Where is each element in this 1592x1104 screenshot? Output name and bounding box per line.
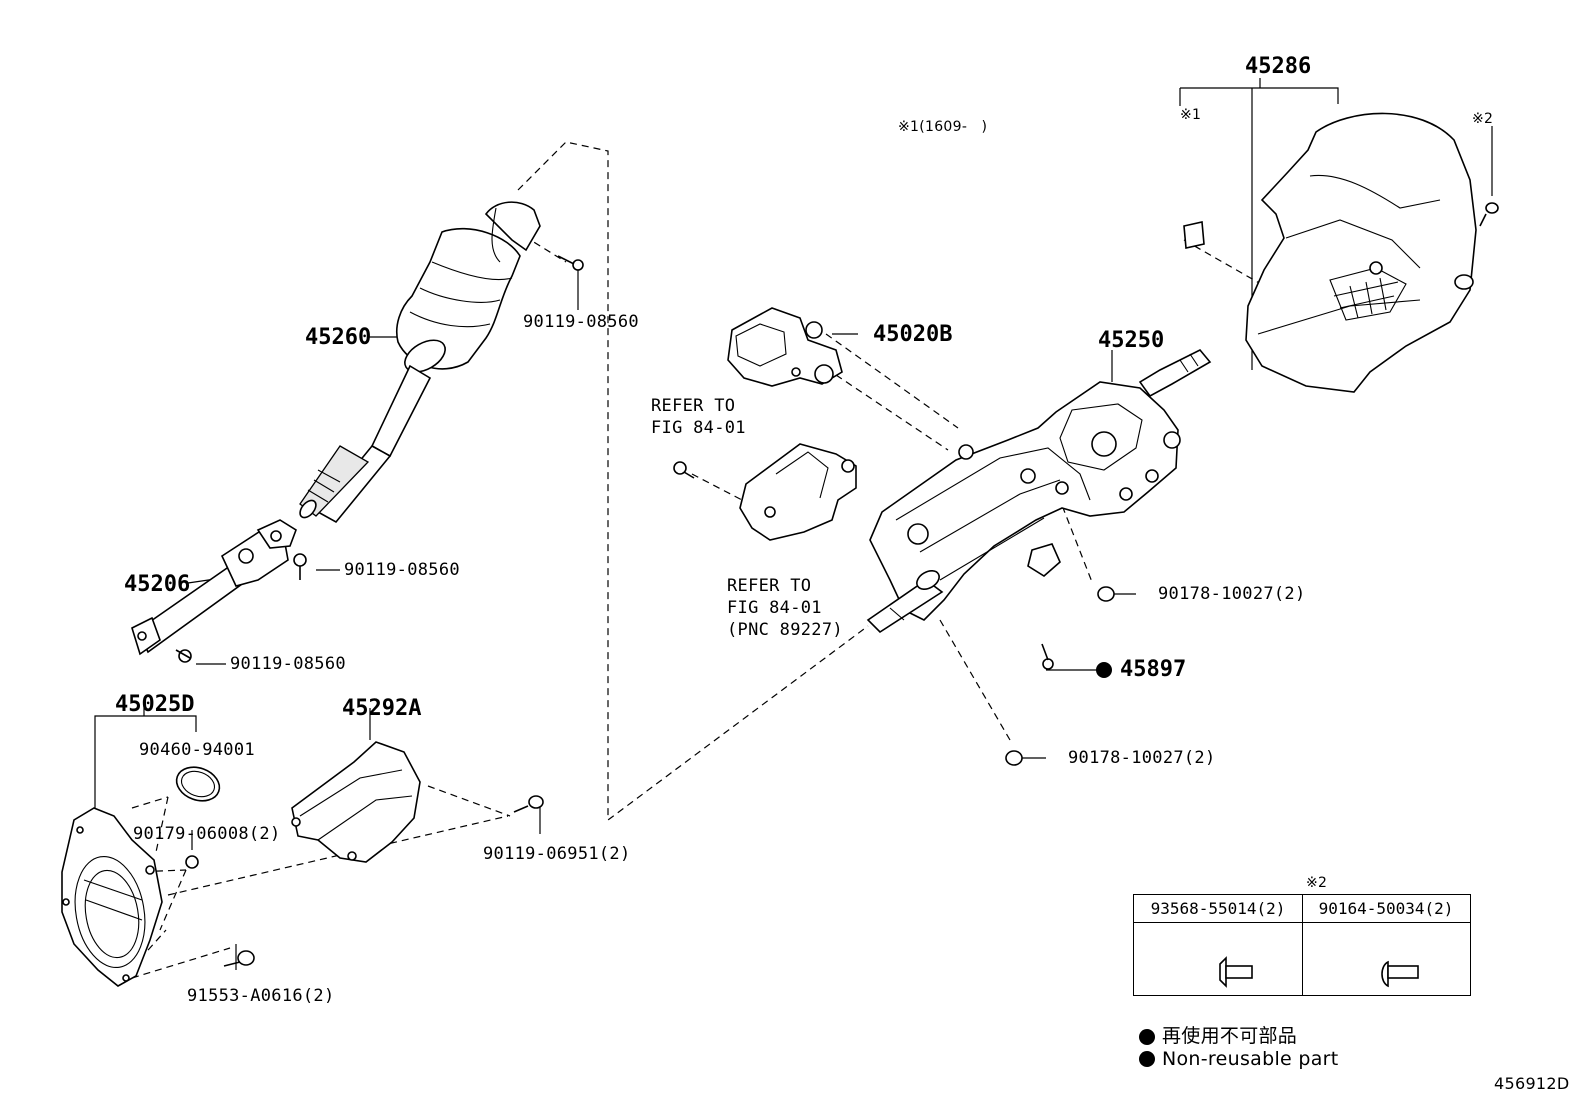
refer-note-2-line1: REFER TO <box>727 576 812 596</box>
fastener-label: 90178-10027(2) <box>1158 584 1306 604</box>
part-label-45286: 45286 <box>1245 54 1312 79</box>
refer-note-1-line2: FIG 84-01 <box>651 418 746 438</box>
fastener-label: 90119-08560 <box>344 560 460 580</box>
applicability-note: ※1(1609- ) <box>898 119 988 135</box>
part-label-45292A: 45292A <box>342 696 422 721</box>
seal-45025D-artwork <box>61 766 255 987</box>
figure-id: 456912D <box>1494 1074 1570 1093</box>
refer-note-2-line3: (PNC 89227) <box>727 620 843 640</box>
refer-note-2-line2: FIG 84-01 <box>727 598 822 618</box>
table-mark-2: ※2 <box>1306 875 1328 891</box>
shaft-45206-artwork <box>131 519 307 663</box>
fastener-label: 91553-A0616(2) <box>187 986 335 1006</box>
legend-bullet-icon <box>1139 1051 1155 1067</box>
fastener-label: 90119-08560 <box>230 654 346 674</box>
table-fastener-1-icon <box>1219 956 1253 988</box>
mark-1: ※1 <box>1180 107 1202 123</box>
fastener-label: 90460-94001 <box>139 740 255 760</box>
refer-note-1-line1: REFER TO <box>651 396 736 416</box>
table-header-col2: 90164-50034(2) <box>1302 895 1470 923</box>
part-label-45250: 45250 <box>1098 328 1165 353</box>
cover-45292A-artwork <box>291 741 544 863</box>
mark-2: ※2 <box>1472 111 1494 127</box>
fastener-table: 93568-55014(2) 90164-50034(2) <box>1133 894 1471 996</box>
fastener-label: 90178-10027(2) <box>1068 748 1216 768</box>
legend-english: Non-reusable part <box>1162 1048 1339 1070</box>
legend-japanese: 再使用不可部品 <box>1162 1025 1298 1047</box>
column-45250-artwork <box>866 349 1212 766</box>
non-reusable-bullet-icon <box>1096 662 1112 678</box>
fastener-label: 90119-06951(2) <box>483 844 631 864</box>
fastener-label: 90119-08560 <box>523 312 639 332</box>
sensor-45020B-artwork <box>727 307 843 387</box>
part-label-45206: 45206 <box>124 572 191 597</box>
part-label-45897: 45897 <box>1120 657 1187 682</box>
dashed-assembly-lines <box>131 141 1461 979</box>
fastener-label: 90179-06008(2) <box>133 824 281 844</box>
legend-bullet-icon <box>1139 1029 1155 1045</box>
part-label-45025D: 45025D <box>115 692 195 717</box>
part-label-45020B: 45020B <box>873 322 953 347</box>
part-label-45260: 45260 <box>305 325 372 350</box>
shaft-45260-artwork <box>299 201 584 524</box>
table-header-col1: 93568-55014(2) <box>1134 895 1302 923</box>
cover-45286-artwork <box>1183 112 1499 393</box>
table-fastener-2-icon <box>1381 960 1419 988</box>
bracket-refer-artwork <box>673 443 857 541</box>
table-divider <box>1302 895 1303 995</box>
